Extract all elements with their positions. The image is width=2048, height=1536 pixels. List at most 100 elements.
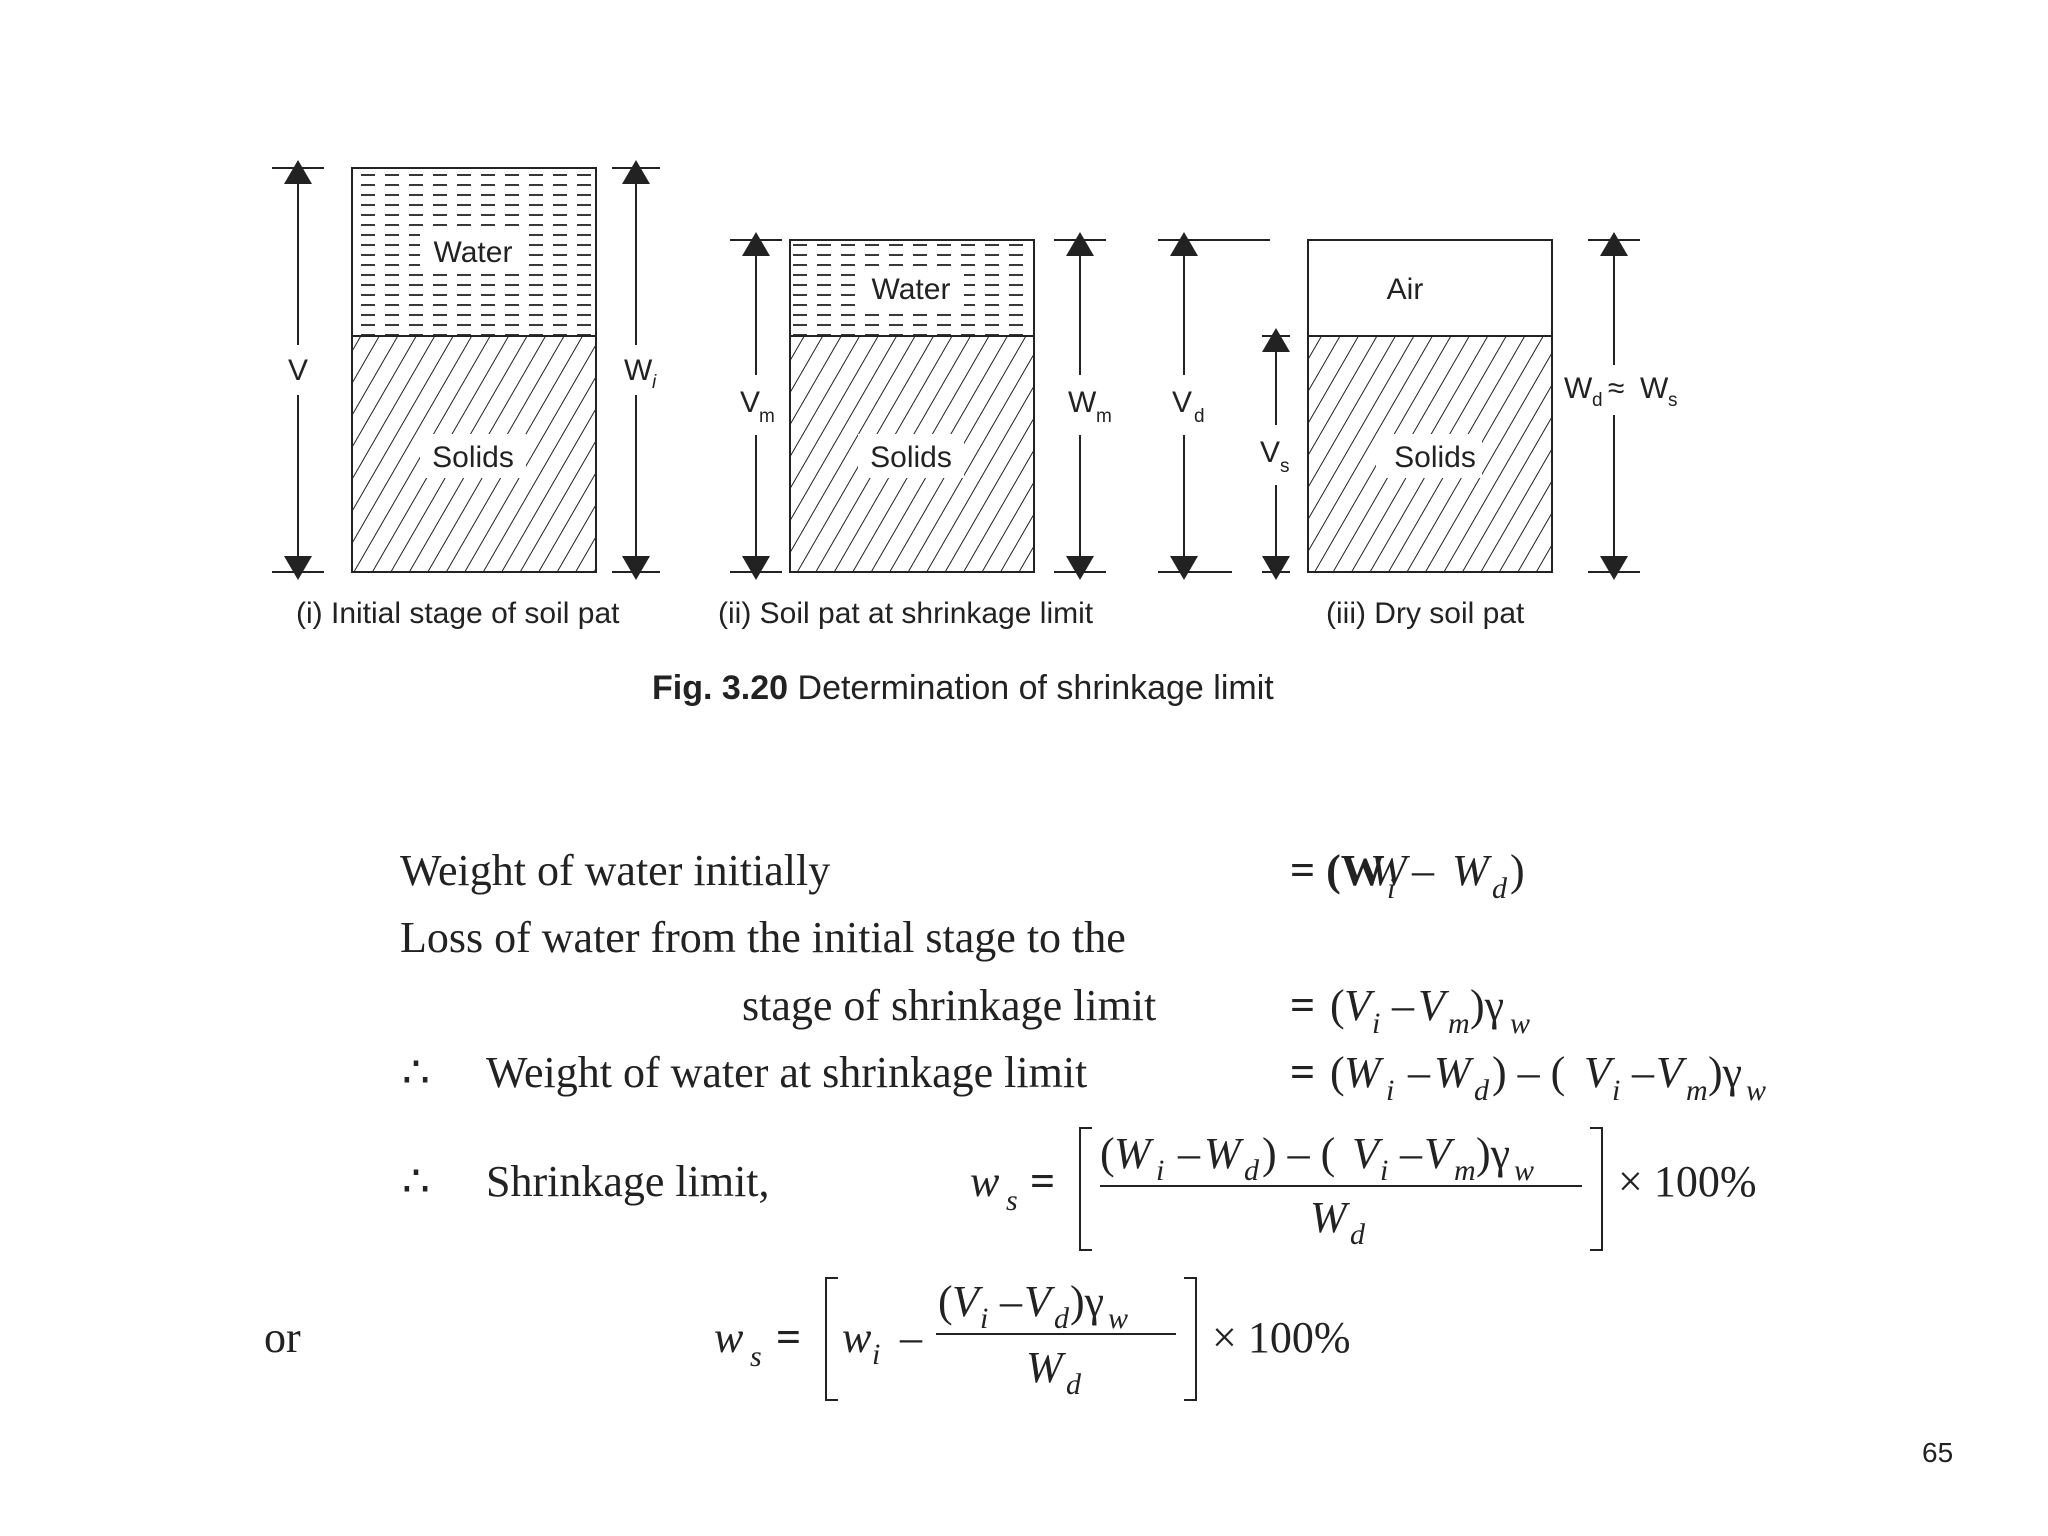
equations-block: Weight of water initially = (W W i – W d… (264, 846, 1766, 1401)
svg-text:m: m (1686, 1074, 1708, 1107)
svg-text:–: – (1407, 1048, 1431, 1097)
svg-text:V: V (1344, 981, 1376, 1030)
svg-text:d: d (1244, 1154, 1260, 1187)
therefore-1: ∴ (402, 1048, 430, 1097)
caption-panel-2: (ii) Soil pat at shrinkage limit (718, 597, 1094, 630)
therefore-2: ∴ (402, 1157, 430, 1206)
svg-text:V: V (1424, 1129, 1456, 1178)
dim-label-wd: W (1564, 372, 1593, 405)
air-zone (1307, 239, 1553, 337)
svg-text:V: V (1352, 1129, 1384, 1178)
svg-text:s: s (750, 1340, 762, 1373)
svg-text:) – (: ) – ( (1492, 1048, 1565, 1097)
svg-text:i: i (1156, 1154, 1164, 1187)
svg-text:d: d (1054, 1302, 1070, 1335)
eq5-label: Shrinkage limit, (486, 1157, 770, 1206)
eq1-rhs: = (W (1290, 846, 1385, 895)
eq3-label: stage of shrinkage limit (742, 981, 1156, 1030)
svg-text:s: s (1006, 1184, 1018, 1217)
svg-text:w: w (1510, 1007, 1530, 1040)
dim-label-vs: V (1260, 436, 1280, 469)
eq2-label: Loss of water from the initial stage to … (400, 913, 1126, 962)
dim-label-wm-sub: m (1096, 406, 1112, 427)
svg-text:–: – (1399, 1129, 1423, 1178)
or-label: or (264, 1313, 301, 1362)
svg-text:W: W (1026, 1343, 1066, 1392)
svg-text:(: ( (1100, 1129, 1115, 1178)
solids-label: Solids (870, 441, 952, 474)
dim-label-vd: V (1172, 386, 1192, 419)
svg-text:W: W (1344, 1048, 1384, 1097)
dim-label-wm: W (1068, 386, 1097, 419)
svg-text:d: d (1350, 1218, 1366, 1251)
approx-sign: ≈ (1608, 372, 1624, 405)
solids-label: Solids (1394, 441, 1476, 474)
svg-text:W: W (1114, 1129, 1154, 1178)
svg-text:=: = (1290, 1048, 1315, 1097)
svg-text:i: i (1372, 1007, 1380, 1040)
dim-label-vm: V (740, 386, 760, 419)
svg-text:w: w (1108, 1302, 1128, 1335)
svg-text:)γ: )γ (1708, 1048, 1742, 1097)
times-100-a: × 100% (1618, 1157, 1756, 1206)
svg-text:)γ: )γ (1070, 1277, 1104, 1326)
svg-text:) – (: ) – ( (1262, 1129, 1335, 1178)
svg-text:W: W (1452, 846, 1492, 895)
dim-label-wi: W (624, 354, 653, 387)
svg-text:)γ: )γ (1470, 981, 1504, 1030)
svg-text:V: V (1418, 981, 1450, 1030)
solids-label: Solids (432, 441, 514, 474)
dim-label-vm-sub: m (759, 406, 775, 427)
eq1-rhs-math: W (1370, 846, 1410, 895)
svg-text:): ) (1510, 846, 1525, 895)
eq1-label: Weight of water initially (400, 846, 830, 895)
dim-label-vs-sub: s (1280, 456, 1290, 477)
dim-label-v: V (288, 354, 308, 387)
svg-text:i: i (980, 1302, 988, 1335)
svg-text:d: d (1474, 1074, 1490, 1107)
svg-text:(: ( (938, 1277, 953, 1326)
dim-label-wi-sub: i (652, 372, 657, 393)
svg-text:W: W (1204, 1129, 1244, 1178)
svg-text:(: ( (1330, 981, 1345, 1030)
svg-text:W: W (1310, 1193, 1350, 1242)
svg-text:–: – (1411, 846, 1435, 895)
svg-text:–: – (1631, 1048, 1655, 1097)
svg-text:–: – (899, 1313, 923, 1362)
svg-text:w: w (842, 1313, 872, 1362)
svg-text:)γ: )γ (1476, 1129, 1510, 1178)
svg-text:i: i (1387, 872, 1395, 905)
svg-text:–: – (1177, 1129, 1201, 1178)
dim-label-vd-sub: d (1194, 406, 1205, 427)
svg-text:–: – (999, 1277, 1023, 1326)
figure-caption: Fig. 3.20 Determination of shrinkage lim… (652, 669, 1274, 707)
water-label: Water (872, 273, 951, 306)
times-100-b: × 100% (1212, 1313, 1350, 1362)
svg-text:V: V (1656, 1048, 1688, 1097)
svg-text:d: d (1492, 872, 1508, 905)
svg-text:m: m (1448, 1007, 1470, 1040)
panel-dry-soil-pat: Air Solids V d V s W d ≈ W s (iii) Dry s… (1158, 232, 1678, 630)
svg-text:w: w (970, 1157, 1000, 1206)
svg-text:i: i (1380, 1154, 1388, 1187)
svg-text:m: m (1454, 1154, 1476, 1187)
air-label: Air (1387, 273, 1424, 306)
panel-shrinkage-limit: Water Solids V m W m (ii) Soil pat at sh… (718, 232, 1112, 630)
svg-text:=: = (1030, 1157, 1055, 1206)
caption-panel-3: (iii) Dry soil pat (1326, 597, 1525, 630)
svg-text:V: V (1024, 1277, 1056, 1326)
dim-label-wd-sub: d (1592, 390, 1603, 411)
svg-text:V: V (1584, 1048, 1616, 1097)
water-label: Water (434, 236, 513, 269)
svg-text:w: w (714, 1313, 744, 1362)
svg-text:V: V (952, 1277, 984, 1326)
svg-text:d: d (1066, 1368, 1082, 1401)
svg-text:=: = (776, 1313, 801, 1362)
panel-initial-stage: Water Solids V W i (i) Initial stage of … (272, 160, 660, 630)
dim-label-ws: W (1640, 372, 1669, 405)
svg-text:i: i (1612, 1074, 1620, 1107)
svg-text:i: i (1386, 1074, 1394, 1107)
svg-text:i: i (872, 1338, 880, 1371)
svg-text:(: ( (1330, 1048, 1345, 1097)
